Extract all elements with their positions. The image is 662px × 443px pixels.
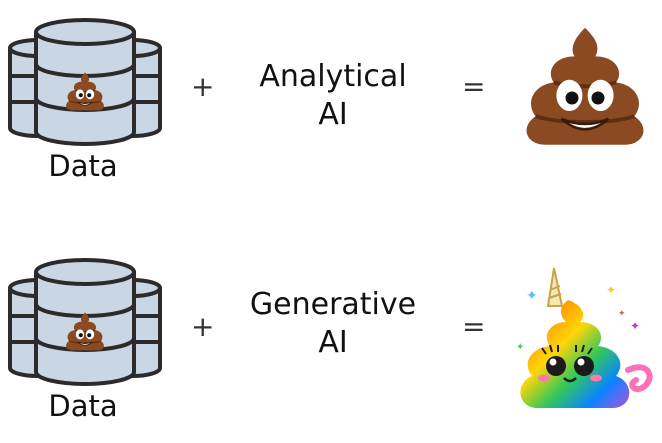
poop-emoji-icon bbox=[524, 25, 646, 147]
equation-row-analytical: Data + Analytical AI = bbox=[0, 0, 662, 200]
svg-text:✦: ✦ bbox=[630, 319, 640, 333]
model-label-line2: AI bbox=[318, 325, 348, 360]
equals-sign: = bbox=[462, 70, 486, 103]
plus-sign: + bbox=[191, 70, 215, 103]
svg-text:✦: ✦ bbox=[516, 342, 524, 353]
data-label: Data bbox=[48, 149, 118, 183]
model-label: Analytical AI bbox=[238, 58, 428, 134]
plus-sign: + bbox=[191, 310, 215, 343]
model-label: Generative AI bbox=[238, 286, 428, 362]
model-label-line1: Analytical bbox=[259, 59, 407, 94]
model-label-line2: AI bbox=[318, 97, 348, 132]
svg-text:✦: ✦ bbox=[606, 283, 616, 297]
model-label-line1: Generative bbox=[249, 287, 417, 322]
equals-sign: = bbox=[462, 310, 486, 343]
database-icon bbox=[8, 18, 162, 146]
database-icon bbox=[8, 258, 162, 386]
rainbow-unicorn-poop-icon: ✦ ✦ ✦ ✦ ✦ bbox=[516, 267, 653, 408]
svg-text:✦: ✦ bbox=[618, 309, 626, 319]
data-label: Data bbox=[48, 389, 118, 423]
equation-row-generative: Data + Generative AI = bbox=[0, 240, 662, 440]
svg-text:✦: ✦ bbox=[526, 288, 538, 304]
